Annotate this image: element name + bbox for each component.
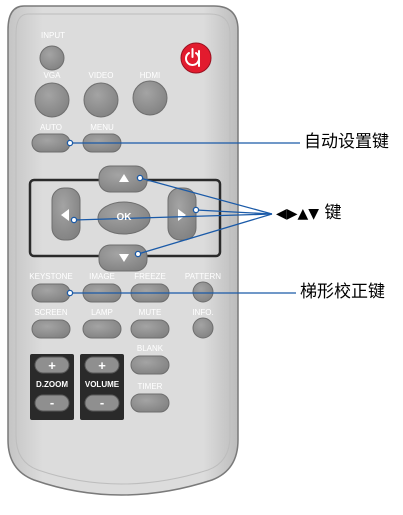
remote-inner-bevel [15, 13, 231, 485]
leader-lines [70, 142, 300, 294]
volume-plus-button[interactable] [84, 356, 120, 374]
blank-label: BLANK [136, 344, 164, 353]
volume-minus-label: - [99, 395, 105, 410]
screen-label: SCREEN [34, 308, 68, 317]
volume-plus-label: + [98, 358, 106, 373]
up-arrow-icon [119, 174, 129, 182]
vga-label: VGA [43, 71, 61, 80]
left-leader-line [73, 213, 273, 221]
info-button[interactable] [192, 317, 214, 339]
dzoom-minus-button[interactable] [34, 394, 70, 412]
auto-key-callout: 自动设置键 [304, 132, 389, 152]
arrow-keys-suffix: 键 [324, 203, 342, 223]
timer-button[interactable] [130, 393, 170, 413]
pattern-button[interactable] [192, 281, 214, 303]
arrow-keys-callout: ◀▶▲▼ 键 [276, 205, 341, 222]
dzoom-label: D.ZOOM [36, 380, 68, 389]
info-label: INFO. [192, 308, 214, 317]
screen-button[interactable] [31, 319, 71, 339]
power-icon [185, 48, 200, 67]
volume-label: VOLUME [84, 380, 120, 389]
ok-label: OK [116, 212, 132, 223]
dzoom-plus-label: + [48, 358, 56, 373]
right-arrow-icon [178, 209, 186, 221]
menu-label: MENU [90, 123, 114, 132]
right-leader-line [195, 209, 273, 215]
left-arrow-icon [61, 209, 69, 221]
power-button[interactable] [180, 42, 212, 74]
auto-button[interactable] [31, 133, 71, 153]
keystone-button[interactable] [31, 283, 71, 303]
hdmi-label: HDMI [139, 71, 161, 80]
mute-label: MUTE [138, 308, 162, 317]
pattern-label: PATTERN [184, 272, 222, 281]
input-button[interactable] [39, 45, 65, 71]
dzoom-minus-label: - [49, 395, 55, 410]
volume-minus-button[interactable] [84, 394, 120, 412]
freeze-label: FREEZE [134, 272, 166, 281]
keystone-label: KEYSTONE [29, 272, 73, 281]
blank-button[interactable] [130, 355, 170, 375]
dzoom-plus-button[interactable] [34, 356, 70, 374]
timer-label: TIMER [137, 382, 163, 391]
lamp-label: LAMP [91, 308, 113, 317]
hdmi-button[interactable] [132, 80, 168, 116]
mute-button[interactable] [130, 319, 170, 339]
input-label: INPUT [41, 31, 65, 40]
down-arrow-icon [119, 254, 129, 262]
video-button[interactable] [83, 82, 119, 118]
down-leader-line [137, 213, 273, 255]
arrow-keys-glyphs: ◀▶▲▼ [276, 206, 320, 222]
up-leader-line [139, 177, 273, 215]
vga-button[interactable] [34, 82, 70, 118]
leader-dots [66, 139, 200, 297]
keystone-key-callout: 梯形校正键 [300, 282, 385, 302]
image-label: IMAGE [89, 272, 115, 281]
lamp-button[interactable] [82, 319, 122, 339]
auto-label: AUTO [39, 123, 63, 132]
video-label: VIDEO [88, 71, 114, 80]
